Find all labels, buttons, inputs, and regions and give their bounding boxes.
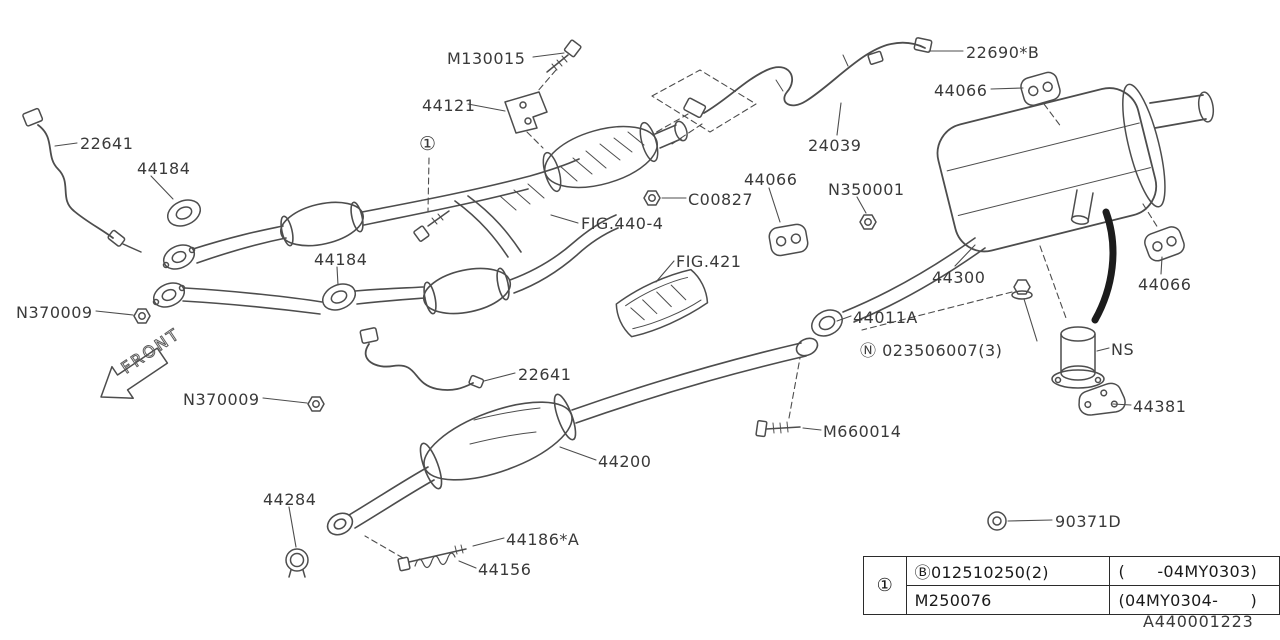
bracket-44121 (504, 91, 548, 134)
applicability-table: ① Ⓑ012510250(2) ( -04MY0303) M250076 (04… (863, 556, 1280, 615)
ns-canister (1051, 326, 1105, 389)
hanger-44066-upper (1020, 71, 1061, 107)
bolt-m660014-icon (755, 419, 801, 438)
bolt-m130015-icon (546, 39, 582, 73)
nut-023506007-icon (1011, 279, 1033, 300)
table-applicability: ( -04MY0303) (1109, 556, 1280, 586)
catalytic-converter-fig440 (542, 120, 688, 193)
front-direction-arrow (100, 347, 169, 399)
hanger-44066-middle (768, 223, 809, 257)
muffler-44300 (842, 83, 1215, 323)
oxygen-sensor-center-cable (359, 327, 485, 391)
gasket-44184-front (166, 199, 202, 227)
heat-shield-fig421 (615, 268, 709, 338)
gasket-44184-rear (321, 283, 357, 311)
clamp-44284-icon (285, 548, 309, 578)
table-row: ① Ⓑ012510250(2) ( -04MY0303) (863, 556, 1280, 615)
front-exhaust-pipe (182, 158, 619, 315)
middle-pipe-44200 (326, 337, 819, 536)
gasket-44011a (811, 309, 843, 337)
table-ref-mark: ① (863, 556, 907, 615)
table-row: M250076 (04MY0304- ) (864, 585, 1280, 615)
table-applicability: (04MY0304- ) (1109, 585, 1280, 615)
table-part-number: Ⓑ012510250(2) (905, 556, 1111, 586)
pointer-stroke (1091, 208, 1117, 324)
grommet-90371d-icon (987, 511, 1007, 531)
nut-n370009-rear-icon (307, 396, 325, 412)
oxygen-sensor-front-cable (22, 107, 142, 253)
front-pipe-inlet-flanges (152, 244, 196, 308)
table-part-number: M250076 (905, 585, 1111, 615)
nut-n350001-icon (859, 214, 877, 230)
bolt-ref-1-icon (413, 210, 450, 242)
assembly-dashed-lines (364, 69, 1159, 559)
nut-n370009-front-icon (133, 308, 151, 324)
leader-lines (54, 50, 1163, 569)
drawing-number: A440001223 (1143, 612, 1254, 631)
flange-plate-44381 (1078, 382, 1126, 416)
hanger-44066-rear (1144, 226, 1185, 262)
spring-bolt-44156-icon (397, 544, 467, 572)
front-label: FRONT (118, 324, 184, 377)
oxygen-sensor-harness (683, 37, 933, 119)
nut-c00827-icon (643, 190, 661, 206)
